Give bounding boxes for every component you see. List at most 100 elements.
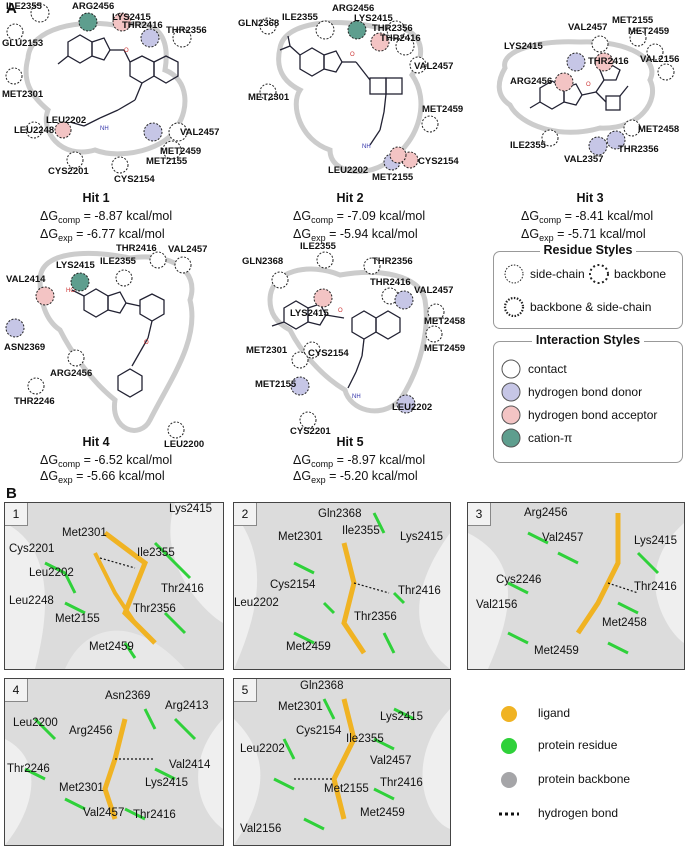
panel-2-label-6: Leu2202 <box>234 597 279 609</box>
hit1-comp: -8.87 kcal/mol <box>94 209 172 223</box>
panel-1: 1 Met2301 Ile2355 Lys2415 Cys2201 Leu220… <box>4 502 224 670</box>
hit2-comp: -7.09 kcal/mol <box>347 209 425 223</box>
interaction-styles-legend: Interaction Styles contact hydrogen bond… <box>493 333 683 463</box>
hit5-title: Hit 5 <box>336 435 363 449</box>
panel-2: 2 Gln2368 Met2301 Ile2355 Lys2415 Cys215… <box>233 502 451 670</box>
side-chain-icon <box>504 264 524 284</box>
hit3-title: Hit 3 <box>576 191 603 205</box>
panel-3-render <box>468 513 684 669</box>
panel-2-label-8: Met2459 <box>286 641 331 653</box>
hit1-res-2: LYS2415 <box>112 12 151 23</box>
panel-1-number: 1 <box>5 503 28 526</box>
hit3-res-6: ARG2456 <box>510 76 552 87</box>
panel-2-number: 2 <box>234 503 257 526</box>
panel-1-label-0: Met2301 <box>62 527 107 539</box>
hit5-res-8: MET2301 <box>246 345 288 356</box>
hit4-res-8: LEU2200 <box>164 439 204 450</box>
hit5-res-9: CYS2154 <box>308 348 349 359</box>
hbond-acceptor-icon <box>501 405 521 425</box>
hit1-res-10: MET2459 <box>160 146 201 157</box>
panel-5-label-8: Thr2416 <box>380 777 423 789</box>
protein-backbone-color-icon <box>501 772 517 788</box>
panel-4-label-0: Asn2369 <box>105 690 151 702</box>
svg-text:ΔGexp = -5.20 kcal/mol: ΔGexp = -5.20 kcal/mol <box>293 469 418 485</box>
panel-1-label-8: Met2155 <box>55 613 100 625</box>
hit3-diagram: O VAL2457 MET2155 MET2459 LYS2415 THR241… <box>496 15 679 165</box>
panel-1-label-3: Cys2201 <box>9 543 55 555</box>
hit2-res-9: LEU2202 <box>328 165 368 176</box>
hit2-title: Hit 2 <box>336 191 363 205</box>
panel-5-label-6: Val2457 <box>370 755 412 767</box>
panel-4-label-1: Arg2413 <box>165 700 209 712</box>
hit3-energies: Hit 3 ΔGcomp = -8.41 kcal/mol ΔGexp = -5… <box>521 191 653 243</box>
panel-4-label-6: Met2301 <box>59 782 104 794</box>
hit1-exp: -6.77 kcal/mol <box>87 227 165 241</box>
panel-1-render <box>5 503 223 669</box>
hit1-res-6: MET2301 <box>2 89 44 100</box>
hit3-res-2: MET2459 <box>628 26 669 37</box>
hit2-res-6: VAL2457 <box>414 61 453 72</box>
residue-styles-title: Residue Styles <box>539 243 637 257</box>
hit2-res-2: ARG2456 <box>332 3 374 14</box>
interaction-cation-pi: cation-π <box>528 431 573 445</box>
hit5-res-11: LEU2202 <box>392 402 432 413</box>
panel-2-label-1: Met2301 <box>278 531 323 543</box>
svg-text:NH: NH <box>362 144 371 150</box>
panel-5-number: 5 <box>234 679 257 702</box>
hit4-res-1: VAL2457 <box>168 244 207 255</box>
hit3-res-9: VAL2357 <box>564 154 603 165</box>
svg-text:NH: NH <box>352 394 361 400</box>
panel-5-label-4: Ile2355 <box>346 733 384 745</box>
panel-5-label-2: Lys2415 <box>380 711 424 723</box>
hit4-res-7: THR2246 <box>14 396 55 407</box>
hit2-res-4: THR2356 <box>372 23 413 34</box>
hit1-res-7: LEU2202 <box>46 115 86 126</box>
svg-text:O: O <box>350 52 355 58</box>
hit4-energies: Hit 4 ΔGcomp = -6.52 kcal/mol ΔGexp = -5… <box>40 435 172 485</box>
hit2-res-10: CYS2154 <box>418 156 459 167</box>
hit4-comp: -6.52 kcal/mol <box>94 453 172 467</box>
hit1-res-9: VAL2457 <box>180 127 219 138</box>
hit3-res-5: VAL2156 <box>640 54 679 65</box>
panel-2-label-3: Lys2415 <box>400 531 444 543</box>
panel-5-label-7: Met2155 <box>324 783 369 795</box>
hit1-res-0: ILE2355 <box>6 1 43 12</box>
panel-4: 4 Asn2369 Arg2413 Leu2200 Arg2456 Val241… <box>4 678 224 846</box>
hit1-energies: Hit 1 ΔGcomp = -8.87 kcal/mol ΔGexp = -6… <box>40 191 172 243</box>
hit2-res-7: MET2301 <box>248 92 290 103</box>
interaction-hbond-donor: hydrogen bond donor <box>528 385 643 399</box>
hit3-exp: -5.71 kcal/mol <box>568 227 646 241</box>
hit1-diagram: NH O ILE2355 ARG2456 LYS2415 THR2416 THR… <box>2 1 219 185</box>
panel-4-label-4: Val2414 <box>169 759 211 771</box>
hit5-res-0: GLN2368 <box>242 256 283 267</box>
hit5-res-5: VAL2457 <box>414 285 453 296</box>
hit1-title: Hit 1 <box>82 191 109 205</box>
hit5-exp: -5.20 kcal/mol <box>340 469 418 483</box>
panel-3-label-0: Arg2456 <box>524 507 568 519</box>
hit4-diagram: HO O THR2416 VAL2457 VAL2414 LYS2415 ILE… <box>4 243 207 450</box>
hit3-res-3: LYS2415 <box>504 41 543 52</box>
hit5-res-7: MET2459 <box>424 343 465 354</box>
residue-styles-legend: Residue Styles side-chain backbone backb… <box>493 243 683 329</box>
svg-text:ΔGexp = -5.71 kcal/mol: ΔGexp = -5.71 kcal/mol <box>521 227 646 243</box>
panel-2-label-0: Gln2368 <box>318 508 362 520</box>
panel-5-label-5: Leu2202 <box>240 743 285 755</box>
hit2-res-0: GLN2368 <box>238 18 279 29</box>
hit5-res-6: MET2458 <box>424 316 465 327</box>
hit4-res-5: ASN2369 <box>4 342 45 353</box>
hit4-exp: -5.66 kcal/mol <box>87 469 165 483</box>
panel-4-label-7: Lys2415 <box>145 777 189 789</box>
panel-2-label-5: Thr2416 <box>398 585 441 597</box>
contact-icon <box>501 359 521 379</box>
panel-3-label-1: Val2457 <box>542 532 584 544</box>
legend-protein-backbone: protein backbone <box>538 772 631 786</box>
hit5-comp: -8.97 kcal/mol <box>347 453 425 467</box>
panel-1-label-4: Leu2202 <box>29 567 74 579</box>
hit2-res-8: MET2459 <box>422 104 463 115</box>
hit1-res-11: MET2155 <box>146 156 188 167</box>
panel-1-label-2: Lys2415 <box>169 503 213 515</box>
hit3-comp: -8.41 kcal/mol <box>575 209 653 223</box>
panel-1-label-1: Ile2355 <box>137 547 175 559</box>
hit4-res-6: ARG2456 <box>50 368 92 379</box>
residue-style-icons <box>503 264 609 318</box>
